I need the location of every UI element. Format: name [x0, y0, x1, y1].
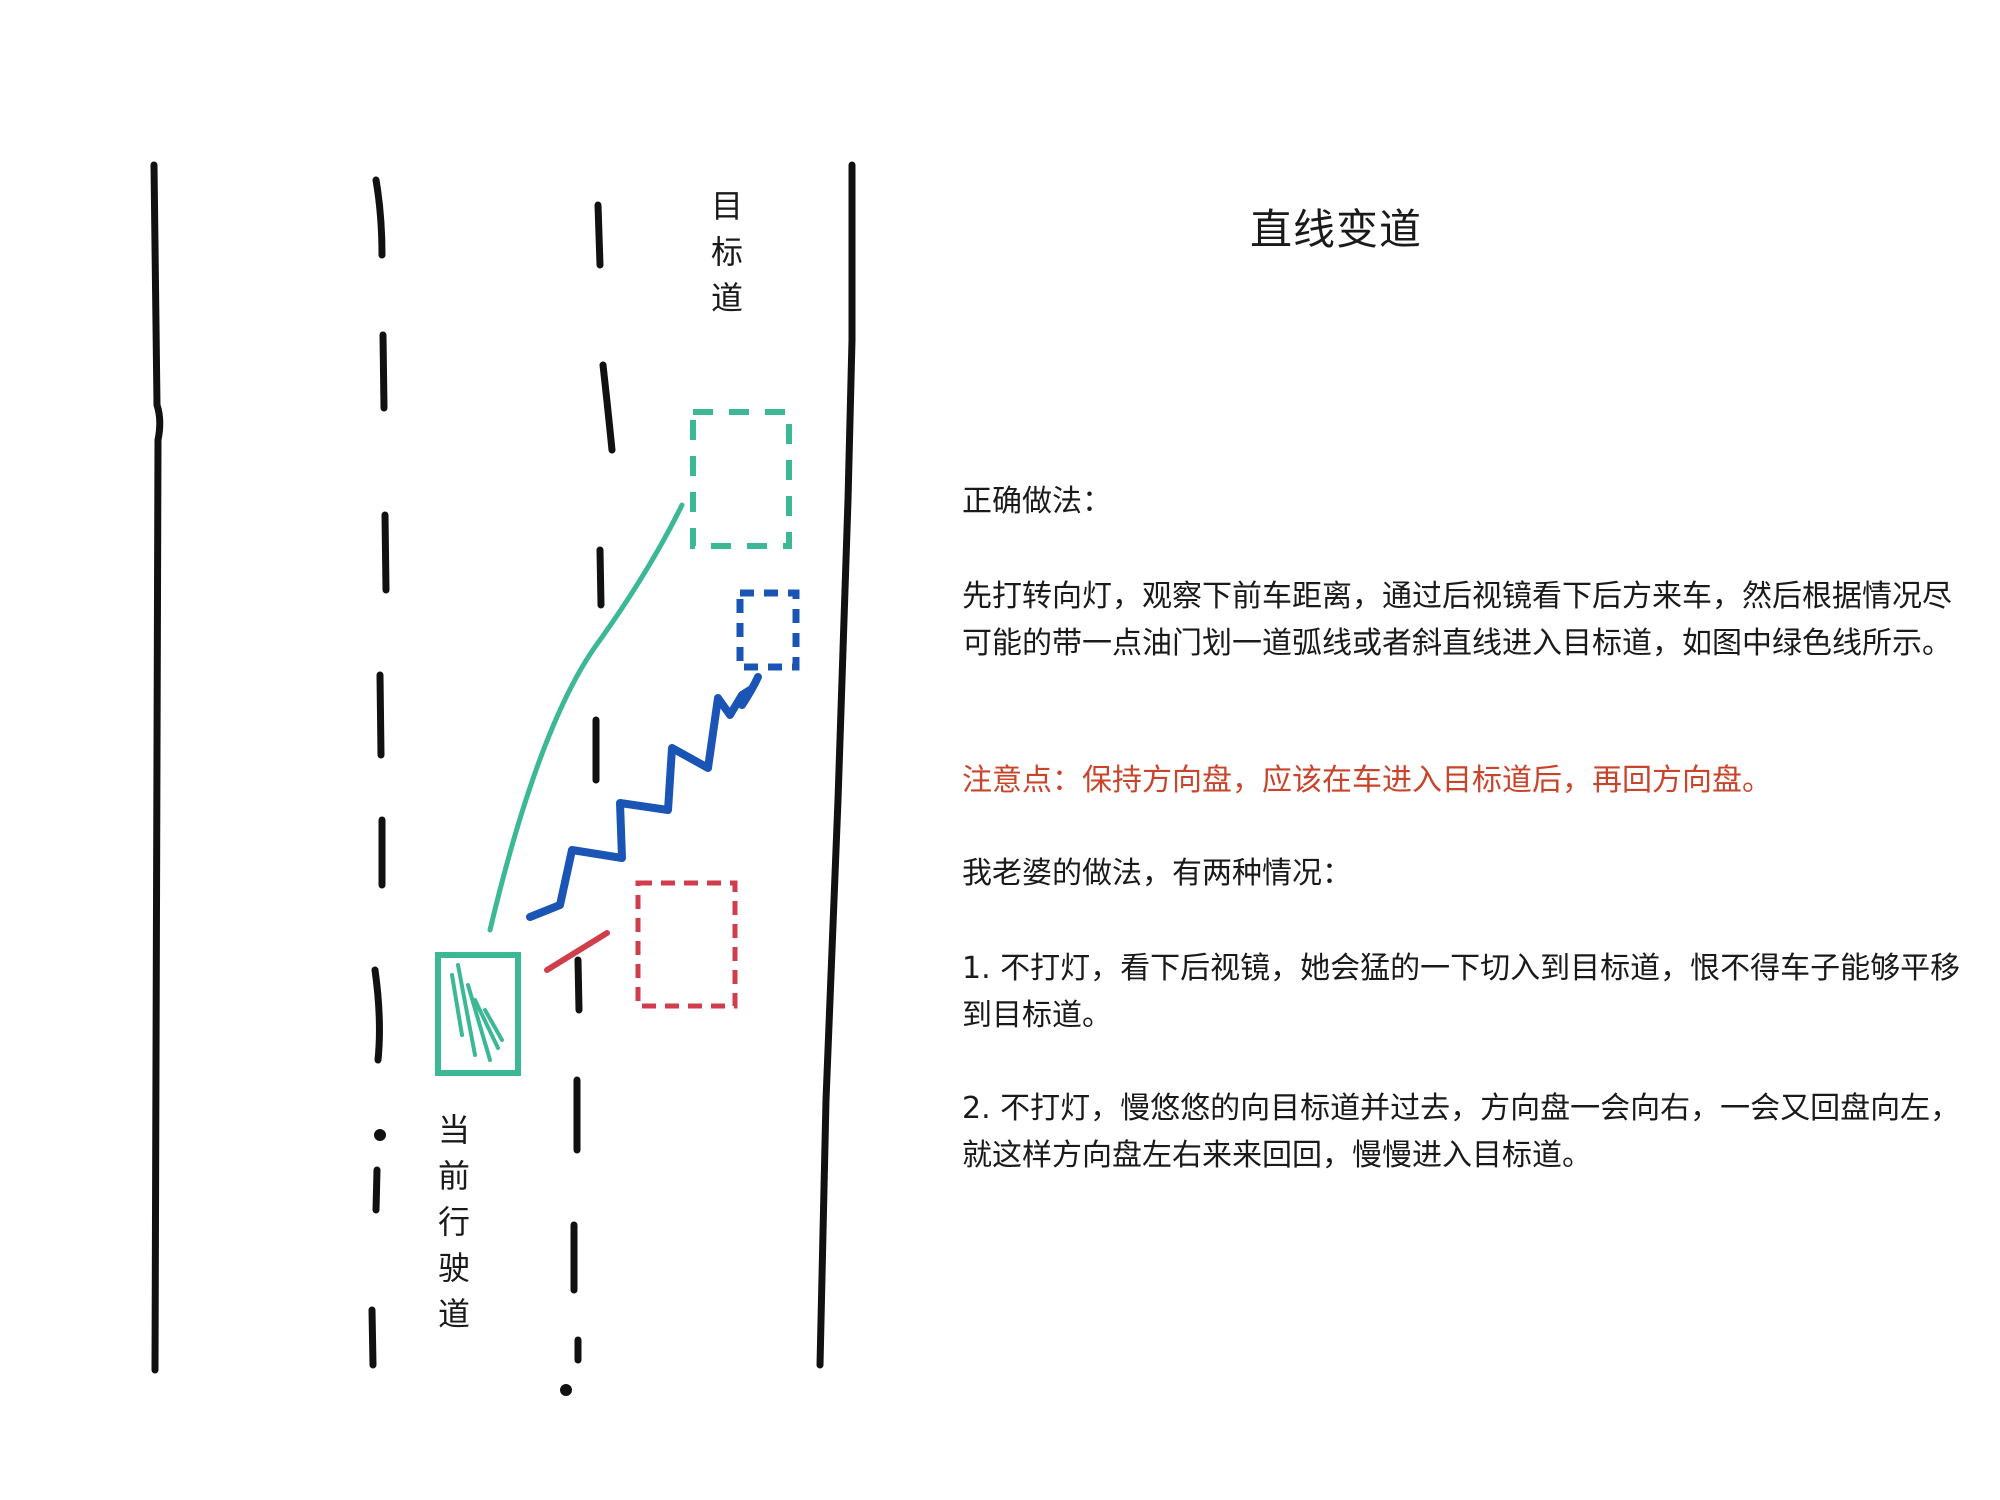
dashed-divider-left: [368, 176, 390, 1369]
current-car: [435, 952, 521, 1076]
warning-text: 注意点：保持方向盘，应该在车进入目标道后，再回方向盘。: [962, 763, 1772, 798]
current-lane-char: 前: [437, 1157, 470, 1195]
current-lane-char: 当: [437, 1111, 470, 1149]
current-lane-char: 道: [437, 1295, 470, 1333]
current-lane-char: 驶: [437, 1249, 470, 1287]
case-two-text: 2. 不打灯，慢悠悠的向目标道并过去，方向盘一会向右，一会又回盘向左，就这样方向…: [962, 1091, 1961, 1173]
target-lane-label: 目 标 道: [705, 183, 749, 321]
road-right-edge: [816, 161, 856, 1369]
blue-target-box: [736, 589, 800, 671]
lane-change-diagram: [150, 161, 856, 1396]
correct-method-heading: 正确做法：: [962, 484, 1112, 519]
case-one-text: 1. 不打灯，看下后视镜，她会猛的一下切入到目标道，恨不得车子能够平移到目标道。: [962, 951, 1961, 1033]
green-target-box: [690, 409, 792, 549]
correct-method-text: 先打转向灯，观察下前车距离，通过后视镜看下后方来车，然后根据情况尽可能的带一点油…: [962, 579, 1952, 661]
current-lane-label: 当 前 行 驶 道: [432, 1107, 476, 1337]
target-lane-char: 道: [710, 279, 743, 317]
green-arc-path: [487, 502, 685, 933]
red-target-box: [635, 880, 738, 1009]
blue-zigzag-path: [526, 686, 754, 921]
red-jump-path: [544, 930, 610, 973]
wife-method-heading: 我老婆的做法，有两种情况：: [962, 856, 1352, 891]
road-left-edge: [150, 161, 164, 1374]
target-lane-char: 目: [710, 187, 743, 225]
target-lane-char: 标: [710, 233, 743, 271]
page-title: 直线变道: [1250, 205, 1423, 254]
current-lane-char: 行: [437, 1203, 470, 1241]
dashed-divider-right: [560, 201, 616, 1396]
